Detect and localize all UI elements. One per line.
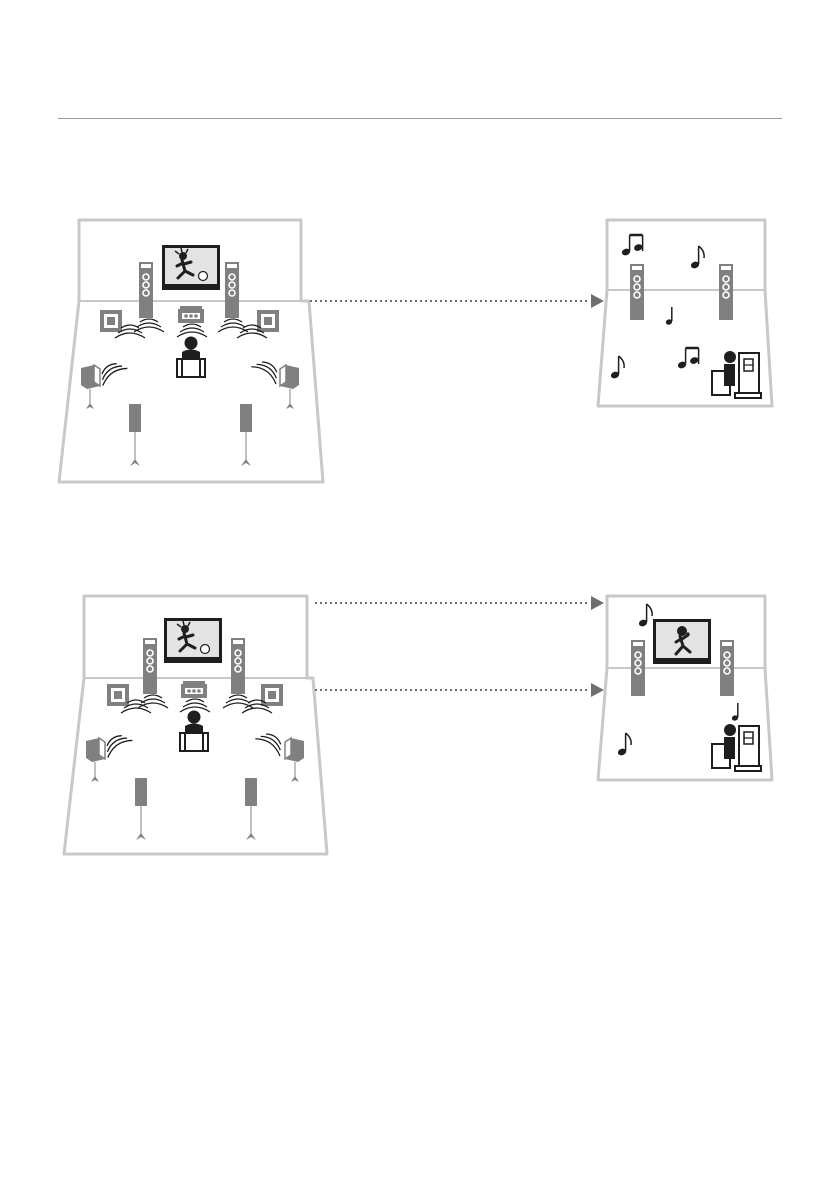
- music-note-icon: [731, 703, 739, 722]
- zone-right-speaker-icon: [719, 264, 733, 320]
- sound-waves-icon: [180, 699, 210, 712]
- sound-waves-icon: [177, 324, 207, 337]
- diagram-bottom: [64, 596, 772, 854]
- zone-left-speaker-icon: [631, 640, 645, 696]
- center-speaker-icon: [178, 306, 204, 323]
- presence-left-speaker-icon: [100, 310, 122, 332]
- music-notes-icon: [621, 235, 643, 256]
- music-note-icon: [610, 356, 624, 379]
- diagram-top: [59, 220, 772, 482]
- center-speaker-icon: [181, 681, 207, 698]
- zone-arrow-audio: [315, 683, 604, 697]
- music-notes-icon: [677, 348, 699, 369]
- surround-left-speaker-icon: [86, 738, 105, 782]
- surround-back-left-speaker-icon: [135, 778, 147, 840]
- zone-tv-icon: [653, 619, 711, 664]
- zone-left-speaker-icon: [630, 264, 644, 320]
- presence-left-speaker-icon: [107, 684, 129, 706]
- surround-back-left-speaker-icon: [129, 404, 141, 466]
- front-right-speaker-icon: [225, 262, 239, 318]
- presence-right-speaker-icon: [257, 310, 279, 332]
- music-note-icon: [617, 733, 631, 756]
- surround-right-speaker-icon: [280, 365, 299, 409]
- zone-listener-icon: [712, 724, 761, 771]
- front-left-speaker-icon: [143, 638, 157, 694]
- arrow-head-icon: [591, 596, 604, 610]
- front-left-speaker-icon: [139, 262, 153, 318]
- sound-waves-icon: [251, 356, 283, 384]
- sound-waves-icon: [255, 728, 287, 756]
- listener-icon: [180, 711, 208, 752]
- tv-icon: [162, 245, 220, 290]
- arrow-head-icon: [591, 294, 604, 308]
- tv-icon: [164, 618, 222, 663]
- front-right-speaker-icon: [231, 638, 245, 694]
- surround-back-right-speaker-icon: [240, 404, 252, 466]
- sound-waves-icon: [218, 319, 248, 332]
- surround-left-speaker-icon: [81, 365, 100, 409]
- zone-arrow-video: [315, 596, 604, 610]
- music-note-icon: [638, 604, 652, 627]
- sound-waves-icon: [134, 319, 164, 332]
- music-note-icon: [665, 307, 673, 326]
- zone-right-speaker-icon: [720, 640, 734, 696]
- surround-back-right-speaker-icon: [245, 778, 257, 840]
- surround-right-speaker-icon: [285, 738, 304, 782]
- listener-icon: [177, 337, 205, 378]
- zone-arrow-top: [310, 294, 604, 308]
- arrow-head-icon: [591, 683, 604, 697]
- music-note-icon: [690, 246, 704, 269]
- sound-waves-icon: [138, 695, 168, 708]
- zone-listener-icon: [712, 351, 761, 398]
